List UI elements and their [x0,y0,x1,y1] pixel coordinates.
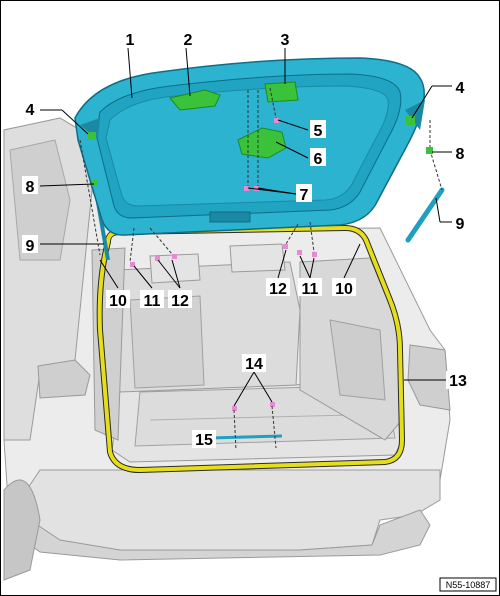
tailgate-seal [96,224,406,474]
side-trim-right-panel [329,319,386,401]
bumper-lower [9,509,431,561]
gas-strut-right [405,187,445,243]
callout-10-left: 10 [106,290,130,310]
svg-text:9: 9 [26,238,35,255]
callout-10-right: 10 [332,278,356,298]
svg-text:3: 3 [281,32,290,49]
callout-11-right: 11 [298,278,322,298]
callout-14: 14 [242,354,266,373]
callout-13: 13 [446,371,470,390]
luggage-compartment [91,243,403,463]
callout-3: 3 [277,30,293,49]
component-6-green [237,127,287,159]
callout-2: 2 [180,30,196,49]
callout-labels: 1 2 3 4 4 5 6 7 8 8 9 9 10 10 11 11 12 1… [22,30,470,449]
tailgate-lock [209,211,251,223]
callout-9-right: 9 [452,213,468,233]
seat-backrest-left-section [129,295,205,389]
seal-inner [97,225,405,473]
svg-text:12: 12 [171,293,189,310]
svg-text:5: 5 [314,123,323,140]
component-3-green [264,81,299,103]
callout-9-left: 9 [22,235,38,255]
component-2-green [169,89,221,111]
wheel-arch-left [3,479,41,581]
svg-text:11: 11 [144,293,161,310]
svg-text:1: 1 [126,32,135,49]
callout-12-right: 12 [266,278,290,298]
callout-8-right: 8 [452,143,468,163]
headrest-right [229,243,286,273]
tail-light-right [407,344,451,411]
component-15-strip [209,434,283,440]
svg-text:10: 10 [335,281,353,298]
component-4-right-green [406,116,415,125]
svg-text:8: 8 [26,179,35,196]
rear-window-left [9,139,71,261]
svg-text:4: 4 [26,102,35,119]
callout-11-left: 11 [140,290,164,310]
svg-text:8: 8 [456,146,465,163]
svg-text:11: 11 [302,281,319,298]
callout-5: 5 [310,120,326,140]
callout-7: 7 [296,184,312,204]
headrest-left [149,253,201,284]
callout-8-left: 8 [22,176,38,196]
svg-text:10: 10 [109,293,127,310]
svg-text:4: 4 [456,80,465,97]
tail-light-left [37,359,91,399]
svg-text:6: 6 [314,151,323,168]
dashed-lines [79,87,315,451]
svg-text:12: 12 [269,281,287,298]
clips [130,118,317,440]
svg-text:15: 15 [195,432,213,449]
svg-text:14: 14 [245,356,263,373]
callout-15: 15 [192,430,216,449]
svg-text:7: 7 [300,187,309,204]
reference-code: N55-10887 [446,580,491,590]
callout-4-left: 4 [22,100,38,119]
component-8-right-green [426,147,433,154]
callout-6: 6 [310,148,326,168]
callout-12-left: 12 [168,290,192,310]
svg-text:2: 2 [184,32,193,49]
callout-1: 1 [122,30,138,49]
svg-text:9: 9 [456,216,465,233]
component-4-left-green [88,132,96,140]
svg-text:13: 13 [449,373,467,390]
reference-code-box: N55-10887 [439,577,497,592]
leader-lines [39,47,452,407]
component-8-left-green [92,180,98,186]
callout-4-right: 4 [452,78,468,97]
